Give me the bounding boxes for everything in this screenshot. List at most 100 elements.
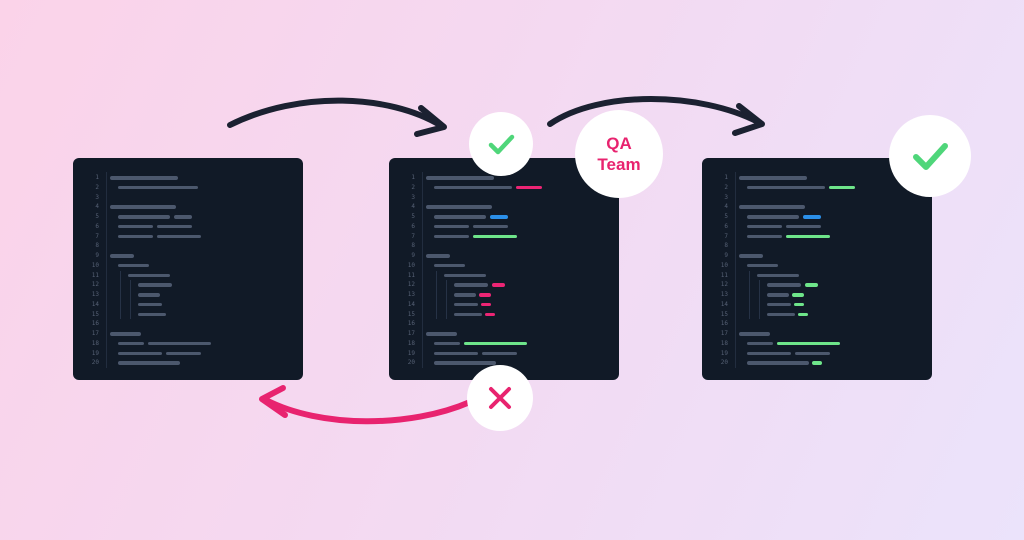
line-number: 15 <box>91 310 99 318</box>
arrow-to-review <box>227 97 443 128</box>
code-line: 9 <box>389 251 619 261</box>
code-token <box>747 263 778 268</box>
code-token <box>110 254 134 258</box>
code-token <box>426 254 450 258</box>
line-number: 9 <box>95 252 99 259</box>
code-line: 20 <box>389 358 619 368</box>
code-line: 16 <box>73 319 303 329</box>
indent-guide <box>120 270 121 281</box>
code-token <box>812 361 822 365</box>
line-number: 18 <box>407 339 415 347</box>
code-token <box>110 332 141 336</box>
line-number: 6 <box>724 222 728 230</box>
line-number: 2 <box>411 183 415 191</box>
code-line: 10 <box>389 261 619 271</box>
indent-guide <box>446 290 447 300</box>
code-token <box>798 312 808 316</box>
code-line: 8 <box>389 241 619 251</box>
code-token <box>434 263 465 268</box>
code-token <box>426 332 457 336</box>
code-token <box>157 234 201 238</box>
indent-guide <box>436 309 437 320</box>
code-line: 2 <box>73 183 303 193</box>
indent-guide <box>749 299 750 310</box>
code-token <box>803 215 821 219</box>
rejected-badge <box>467 365 533 431</box>
code-token <box>747 185 825 190</box>
line-number: 8 <box>411 242 415 250</box>
code-line: 3 <box>73 193 303 203</box>
code-token <box>128 273 170 277</box>
code-line: 16 <box>702 319 932 329</box>
line-number: 18 <box>720 339 728 347</box>
code-token <box>777 341 840 346</box>
indent-guide <box>120 290 121 300</box>
code-token <box>739 205 805 209</box>
line-number: 15 <box>407 310 415 318</box>
code-token <box>118 263 149 268</box>
code-token <box>138 302 162 307</box>
code-line: 15 <box>73 309 303 320</box>
code-line: 6 <box>702 222 932 232</box>
line-number: 1 <box>411 174 415 181</box>
line-number: 7 <box>411 232 415 240</box>
code-panel-original: 1 2 3 4 5 6 7 8 9 10 11 12 13 14 15 16 1… <box>73 158 303 380</box>
code-rows: 1 2 3 4 5 6 7 8 9 10 11 12 13 14 15 16 1… <box>702 173 932 368</box>
code-line: 5 <box>389 212 619 222</box>
code-token <box>464 341 527 346</box>
line-number: 17 <box>91 330 99 337</box>
code-token <box>747 215 799 219</box>
arrow-to-approved-head <box>732 103 765 136</box>
code-token <box>747 351 791 355</box>
line-number: 5 <box>95 213 99 220</box>
indent-guide <box>749 270 750 281</box>
line-number: 8 <box>724 242 728 250</box>
line-number: 14 <box>91 300 99 308</box>
check-icon <box>913 143 948 170</box>
code-line: 20 <box>73 358 303 368</box>
code-line: 11 <box>389 270 619 281</box>
indent-guide <box>436 270 437 281</box>
code-token <box>454 283 488 287</box>
line-number: 5 <box>411 213 415 220</box>
code-token <box>118 224 153 229</box>
line-number: 1 <box>95 174 99 181</box>
line-number: 19 <box>407 349 415 357</box>
code-line: 14 <box>389 299 619 310</box>
code-token <box>739 332 770 336</box>
indent-guide <box>436 290 437 300</box>
code-token <box>747 361 809 365</box>
code-line: 20 <box>702 358 932 368</box>
code-line: 6 <box>73 222 303 232</box>
code-line: 9 <box>73 251 303 261</box>
code-line: 17 <box>389 329 619 339</box>
code-line: 2 <box>389 183 619 193</box>
code-line: 10 <box>73 261 303 271</box>
code-token <box>434 215 486 219</box>
code-line: 14 <box>702 299 932 310</box>
code-token <box>444 273 486 277</box>
code-token <box>479 293 491 297</box>
code-token <box>434 234 469 238</box>
code-line: 1 <box>73 173 303 183</box>
code-line: 12 <box>73 280 303 290</box>
code-token <box>110 205 176 209</box>
code-line: 18 <box>389 339 619 349</box>
code-token <box>767 302 791 307</box>
line-number: 6 <box>95 222 99 230</box>
code-token <box>492 283 505 287</box>
code-token <box>794 302 804 307</box>
qa-label-line2: Team <box>597 155 641 174</box>
arrow-rejected-back <box>263 397 473 425</box>
code-token <box>786 234 830 238</box>
code-line: 14 <box>73 299 303 310</box>
line-number: 12 <box>407 281 415 289</box>
indent-guide <box>759 280 760 290</box>
qa-team-badge: QA Team <box>575 110 663 198</box>
code-token <box>110 176 178 180</box>
code-panel-review: 1 2 3 4 5 6 7 8 9 10 11 12 13 14 15 16 1… <box>389 158 619 380</box>
line-number: 11 <box>720 271 728 279</box>
code-rows: 1 2 3 4 5 6 7 8 9 10 11 12 13 14 15 16 1… <box>389 173 619 368</box>
line-number: 7 <box>95 232 99 240</box>
line-number: 11 <box>407 271 415 279</box>
